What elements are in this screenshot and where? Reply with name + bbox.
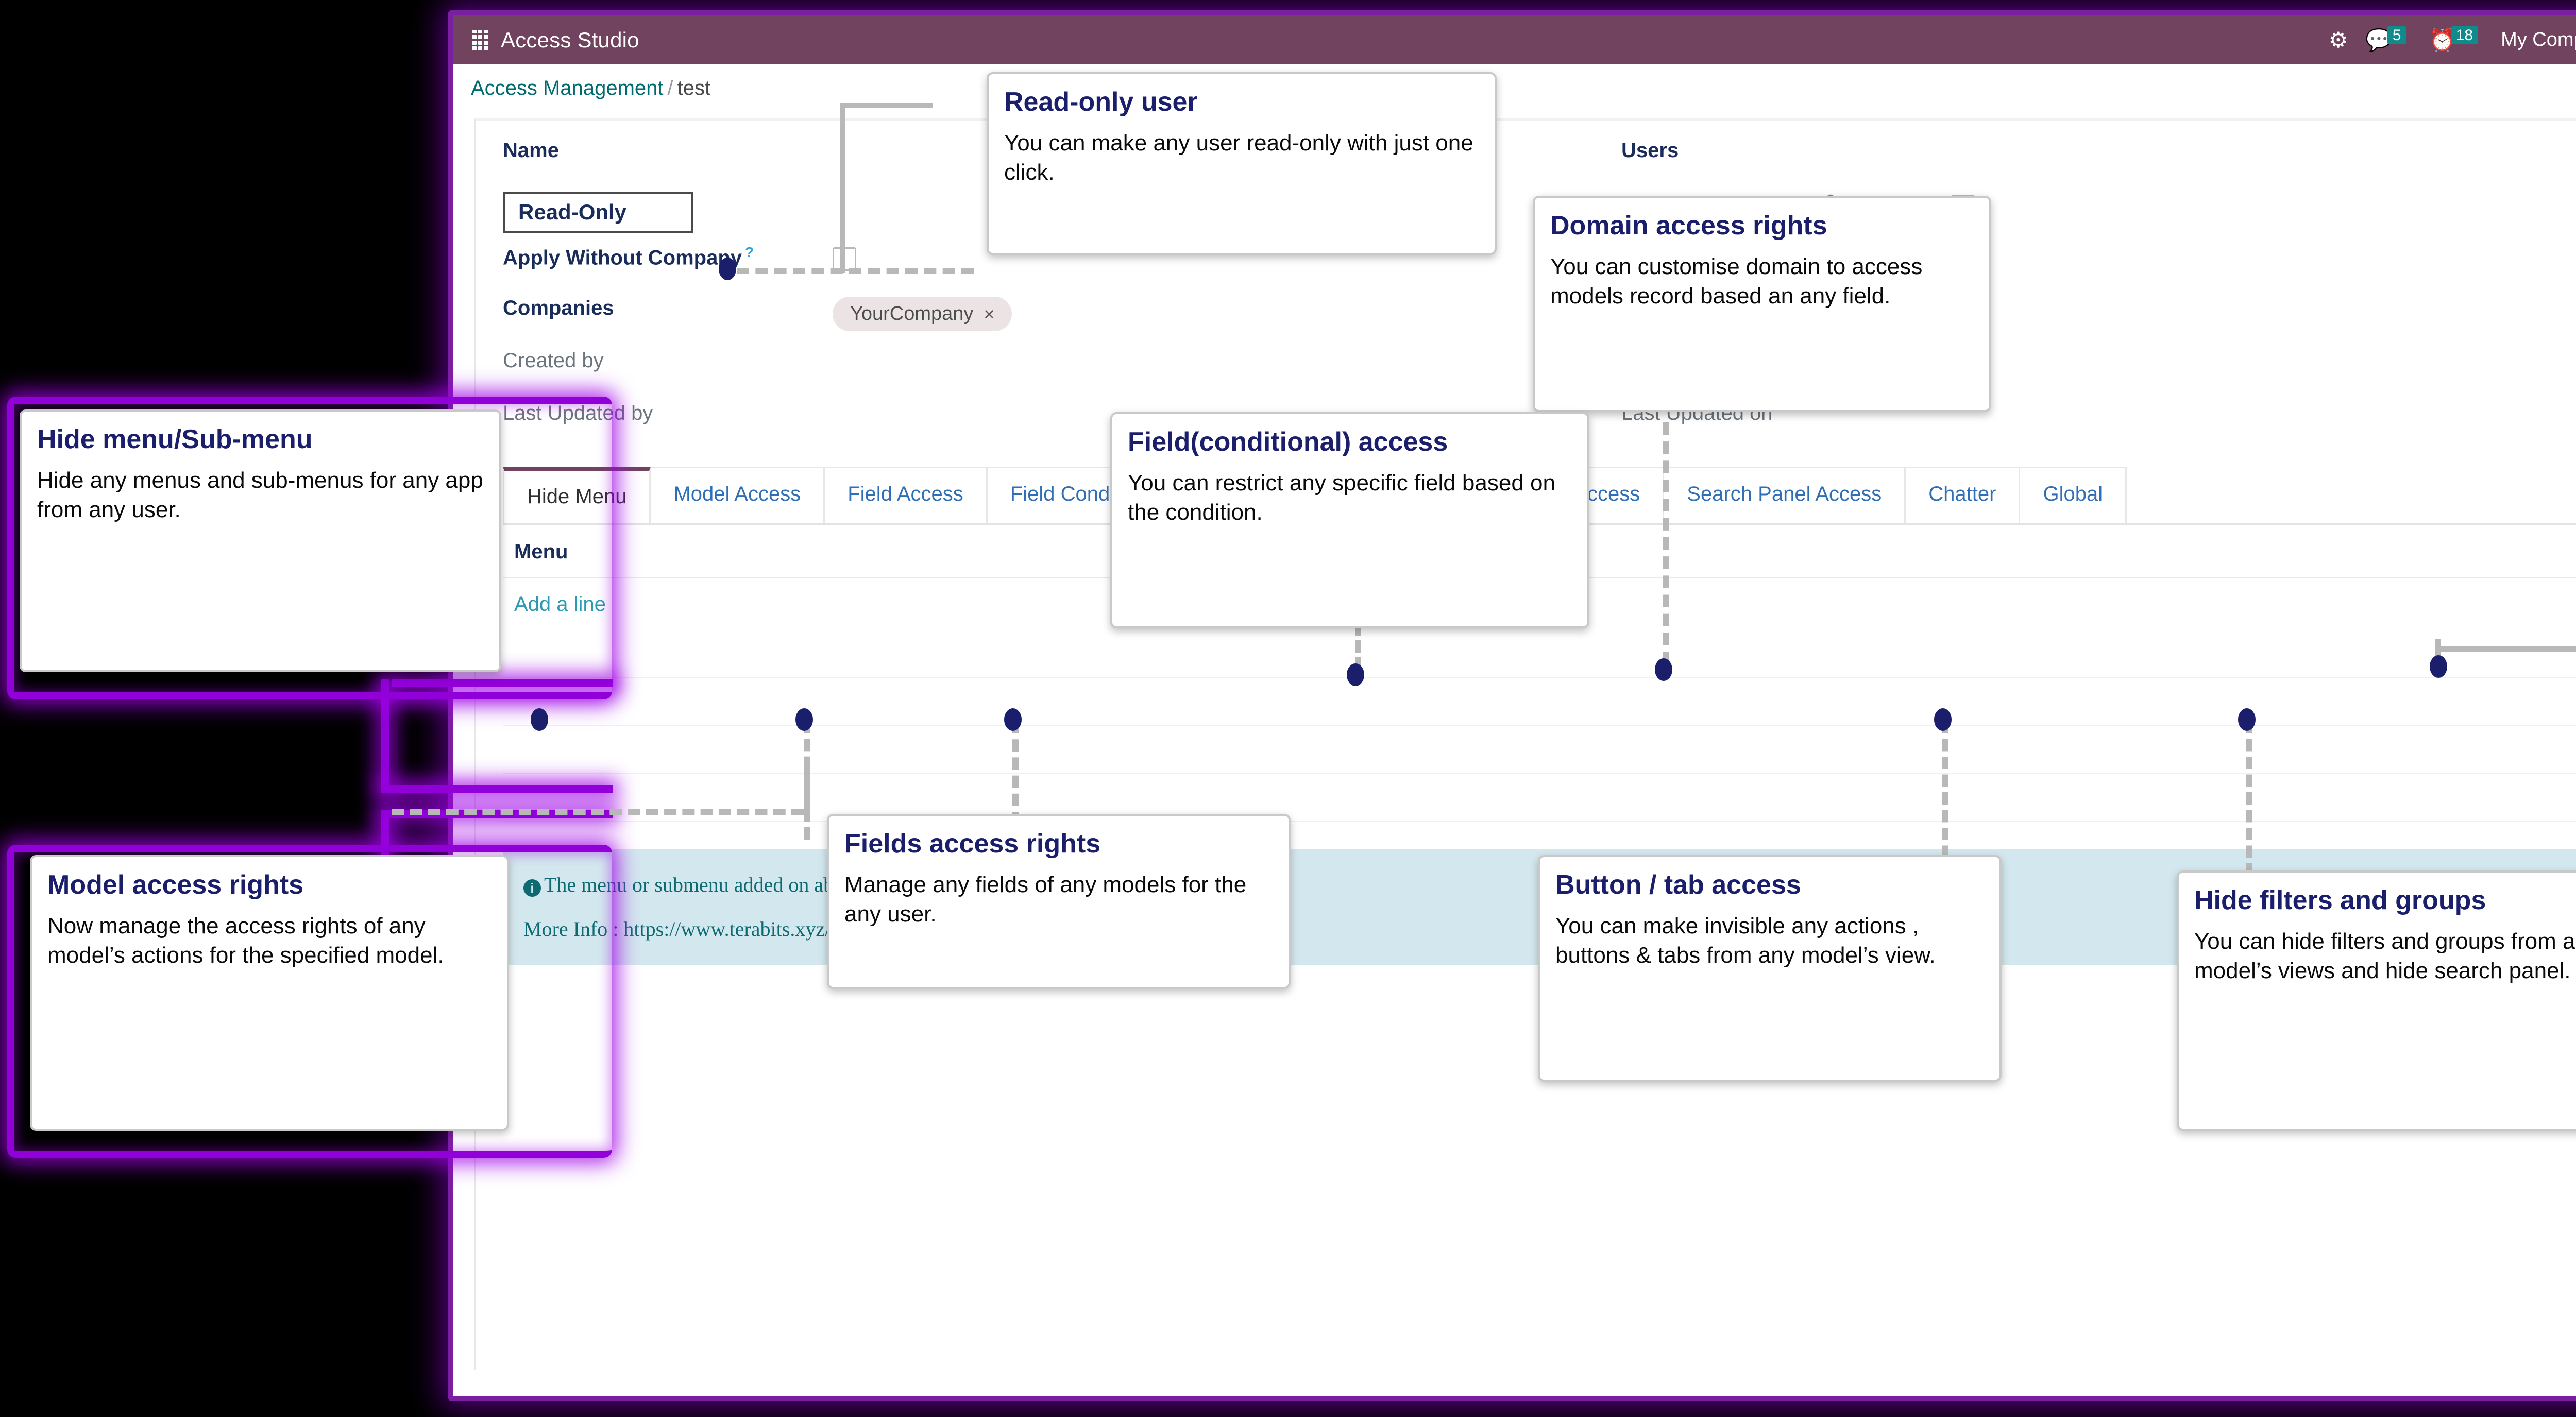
connector-field-conditional bbox=[1355, 623, 1361, 670]
callout-body: You can make any user read-only with jus… bbox=[1004, 130, 1473, 185]
callout-body: Manage any fields of any models for the … bbox=[844, 872, 1247, 927]
anchor-dot-model-access-tab bbox=[795, 708, 813, 731]
tab-global[interactable]: Global bbox=[2020, 467, 2127, 523]
app-topbar: Access Studio ⚙ 💬5 ⏰18 My Company (San F… bbox=[453, 15, 2576, 64]
field-apply-without-company-row: Apply Without Company? bbox=[503, 244, 1601, 294]
field-label-created-by: Created by bbox=[503, 349, 604, 372]
connector-chatter-up bbox=[2435, 639, 2441, 659]
callout-fields-access-rights: Fields access rights Manage any fields o… bbox=[827, 814, 1291, 989]
breadcrumb-root[interactable]: Access Management bbox=[471, 77, 664, 99]
activities-badge: 18 bbox=[2450, 26, 2479, 44]
breadcrumb: Access Management/test bbox=[453, 64, 2576, 109]
callout-model-access-rights: Model access rights Now manage the acces… bbox=[30, 855, 509, 1131]
callout-read-only-user: Read-only user You can make any user rea… bbox=[987, 72, 1497, 255]
glow-connector-left-top bbox=[392, 679, 613, 687]
callout-title: Fields access rights bbox=[844, 829, 1101, 859]
messages-icon[interactable]: 💬5 bbox=[2365, 26, 2411, 51]
messages-badge: 5 bbox=[2387, 26, 2406, 44]
company-tag-label: YourCompany bbox=[850, 303, 974, 325]
table-row bbox=[503, 774, 2576, 822]
callout-button-tab-access: Button / tab access You can make invisib… bbox=[1538, 855, 2002, 1082]
info-circle-icon: i bbox=[523, 879, 541, 897]
connector-menu-row bbox=[392, 809, 804, 815]
help-icon[interactable]: ? bbox=[745, 244, 754, 260]
connector-search-panel-access bbox=[2246, 721, 2252, 876]
glow-connector-left-top-b bbox=[381, 679, 389, 792]
anchor-dot-search-panel-access-tab bbox=[2238, 708, 2256, 731]
connector-domain-access bbox=[1663, 422, 1669, 664]
tab-field-access[interactable]: Field Access bbox=[825, 467, 988, 523]
field-name-row: Name bbox=[503, 139, 1601, 189]
field-last-updated-by-row: Last Updated by bbox=[503, 402, 1601, 451]
access-studio-window: Access Studio ⚙ 💬5 ⏰18 My Company (San F… bbox=[448, 10, 2576, 1401]
anchor-dot-button-tab-access-tab bbox=[1934, 708, 1952, 731]
field-label-name: Name bbox=[503, 139, 559, 162]
close-icon[interactable]: × bbox=[984, 303, 995, 325]
field-users-row: Users bbox=[1621, 139, 2576, 189]
table-row bbox=[503, 678, 2576, 726]
callout-hide-filters-and-groups: Hide filters and groups You can hide fil… bbox=[2177, 870, 2576, 1131]
form-columns: Name Read-Only Apply Without Company? Co… bbox=[476, 121, 2576, 454]
callout-title: Field(conditional) access bbox=[1128, 427, 1448, 457]
field-companies-row: Companies YourCompany × bbox=[503, 297, 1601, 346]
callout-hide-menu-sub-menu: Hide menu/Sub-menu Hide any menus and su… bbox=[20, 409, 501, 672]
callout-title: Read-only user bbox=[1004, 87, 1198, 117]
tab-chatter[interactable]: Chatter bbox=[1906, 467, 2021, 523]
callout-field-conditional-access: Field(conditional) access You can restri… bbox=[1110, 412, 1589, 628]
anchor-dot-domain-access-tab bbox=[1655, 658, 1672, 681]
field-label-companies: Companies bbox=[503, 297, 614, 319]
breadcrumb-current: test bbox=[677, 77, 711, 99]
tab-model-access[interactable]: Model Access bbox=[651, 467, 825, 523]
glow-frame-left-bottom bbox=[7, 845, 612, 1158]
connector-button-tab-access bbox=[1942, 721, 1948, 876]
anchor-dot-read-only-input bbox=[719, 258, 736, 280]
bug-icon[interactable]: ⚙ bbox=[2328, 27, 2348, 52]
connector-elbow-read-only bbox=[840, 103, 933, 273]
callout-body: You can make invisible any actions , but… bbox=[1555, 913, 1936, 968]
add-a-line-button[interactable]: Add a line bbox=[514, 593, 606, 616]
callout-body: Now manage the access rights of any mode… bbox=[47, 913, 444, 968]
anchor-dot-field-access-tab bbox=[1004, 708, 1022, 731]
activities-clock-icon[interactable]: ⏰18 bbox=[2429, 26, 2483, 51]
callout-body: You can customise domain to access model… bbox=[1550, 254, 1923, 309]
app-title: Access Studio bbox=[501, 27, 639, 52]
anchor-dot-field-conditional-tab bbox=[1347, 663, 1364, 686]
form-left-column: Name Read-Only Apply Without Company? Co… bbox=[503, 139, 1601, 454]
anchor-dot-chatter-tab bbox=[2430, 655, 2447, 678]
apps-grid-icon[interactable] bbox=[472, 29, 488, 50]
field-name-input-row: Read-Only bbox=[503, 192, 1601, 241]
glow-frame-left-top bbox=[7, 397, 612, 699]
callout-title: Hide filters and groups bbox=[2194, 885, 2486, 915]
breadcrumb-separator: / bbox=[667, 77, 673, 99]
callout-body: You can hide filters and groups from any… bbox=[2194, 929, 2576, 984]
table-row bbox=[503, 630, 2576, 678]
callout-title: Button / tab access bbox=[1555, 870, 1801, 900]
field-created-by-row: Created by bbox=[503, 349, 1601, 399]
callout-body: Hide any menus and sub-menus for any app… bbox=[37, 468, 483, 523]
callout-domain-access-rights: Domain access rights You can customise d… bbox=[1533, 196, 1991, 412]
connector-field-access bbox=[1012, 721, 1019, 824]
company-selector[interactable]: My Company (San Francisco bbox=[2501, 29, 2576, 50]
field-label-apply-without-company: Apply Without Company? bbox=[503, 244, 754, 269]
callout-body: You can restrict any specific field base… bbox=[1128, 470, 1555, 525]
tab-search-panel-access[interactable]: Search Panel Access bbox=[1664, 467, 1906, 523]
name-input[interactable]: Read-Only bbox=[503, 192, 693, 233]
field-label-users: Users bbox=[1621, 139, 1679, 162]
field-label-last-updated-by: Last Updated by bbox=[503, 402, 653, 424]
tab-hide-menu[interactable]: Hide Menu bbox=[503, 467, 651, 523]
topbar-right-cluster: ⚙ 💬5 ⏰18 My Company (San Francisco bbox=[2328, 26, 2576, 52]
record-sheet: Name Read-Only Apply Without Company? Co… bbox=[474, 118, 2576, 1370]
table-row bbox=[503, 726, 2576, 774]
connector-elbow-chatter bbox=[2435, 646, 2576, 664]
connector-menu-row-vertical bbox=[804, 762, 810, 811]
company-tag[interactable]: YourCompany × bbox=[833, 297, 1012, 331]
connector-read-only bbox=[737, 268, 974, 274]
callout-title: Model access rights bbox=[47, 870, 304, 900]
callout-title: Domain access rights bbox=[1550, 211, 1827, 241]
anchor-dot-hide-menu-tab bbox=[531, 708, 548, 731]
glow-connector-left-top-c bbox=[381, 785, 613, 793]
callout-title: Hide menu/Sub-menu bbox=[37, 424, 313, 454]
